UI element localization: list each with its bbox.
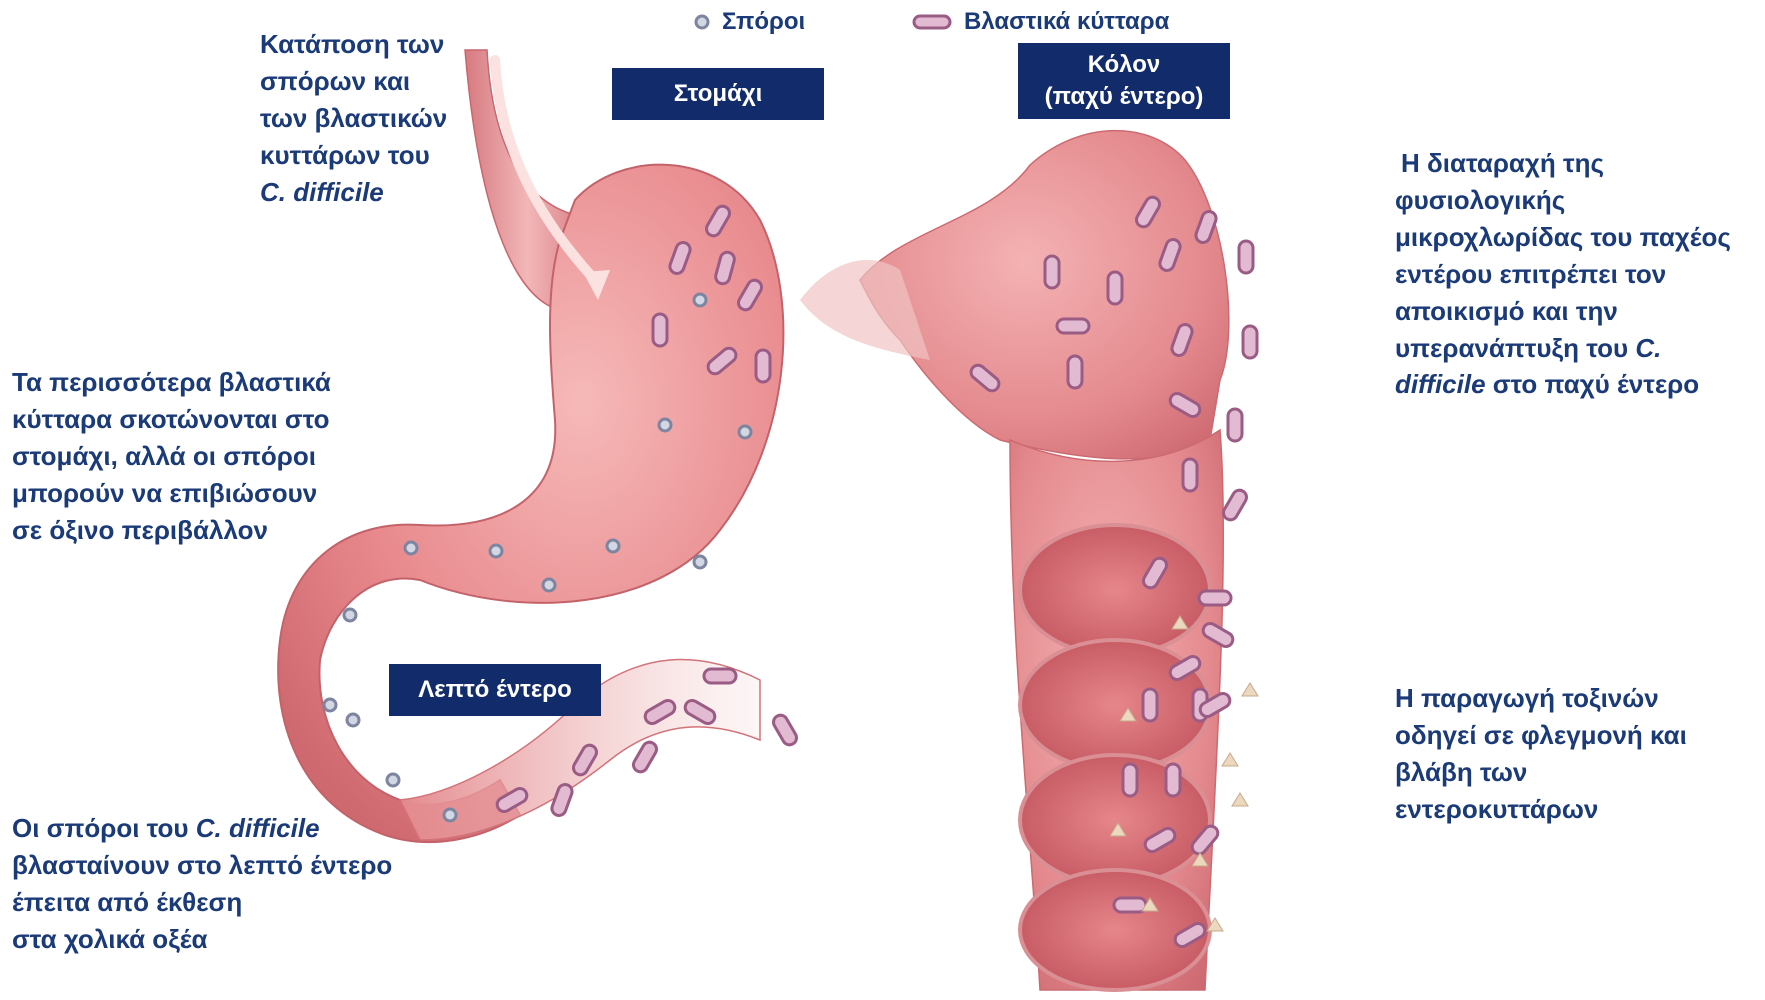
- spore-marker: [694, 294, 706, 306]
- small-intestine-text: Οι σπόροι του C. difficile βλασταίνουν σ…: [12, 810, 392, 958]
- legend-spores-label: Σπόροι: [722, 8, 805, 36]
- vegetative-cell-marker: [653, 314, 667, 346]
- vegetative-cell-marker: [1221, 488, 1249, 523]
- vegetative-cell-marker: [1108, 272, 1122, 304]
- legend-vegetative-label: Βλαστικά κύτταρα: [964, 8, 1169, 36]
- spore-marker: [543, 579, 555, 591]
- toxin-particle: [1222, 753, 1238, 766]
- spore-marker: [347, 714, 359, 726]
- vegetative-cell-marker: [1143, 689, 1157, 721]
- vegetative-cell-marker: [756, 350, 770, 382]
- legend-spores: Σπόροι: [692, 8, 805, 36]
- vegetative-cell-marker: [1228, 409, 1242, 441]
- vegetative-cell-marker: [1068, 356, 1082, 388]
- toxin-particle: [1232, 793, 1248, 806]
- colon-label-line2: (παχύ έντερο): [1045, 81, 1204, 113]
- spore-marker: [490, 545, 502, 557]
- spore-marker: [344, 609, 356, 621]
- vegetative-cell-marker: [704, 669, 736, 683]
- vegetative-cell-marker: [1243, 326, 1257, 358]
- vegetative-cell-marker: [1045, 256, 1059, 288]
- vegetative-cell-marker: [1123, 764, 1137, 796]
- vegetative-cell-marker: [771, 713, 799, 748]
- colon-text: Η διαταραχή της φυσιολογικής μικροχλωρίδ…: [1395, 145, 1731, 403]
- species-name: C. difficile: [196, 813, 320, 843]
- spore-marker: [387, 774, 399, 786]
- vegetative-cell-marker: [1114, 898, 1146, 912]
- vegetative-cell-marker: [631, 740, 659, 775]
- colon-label: Κόλον (παχύ έντερο): [1018, 43, 1230, 119]
- spore-marker: [607, 540, 619, 552]
- ingestion-text: Κατάποση των σπόρων και των βλαστικών κυ…: [260, 26, 447, 211]
- spore-marker: [739, 426, 751, 438]
- vegetative-cell-marker: [1166, 764, 1180, 796]
- vegetative-cell-marker: [1057, 319, 1089, 333]
- stomach-text: Τα περισσότερα βλαστικά κύτταρα σκοτώνον…: [12, 364, 331, 549]
- spore-marker: [324, 699, 336, 711]
- legend-vegetative: Βλαστικά κύτταρα: [910, 8, 1169, 36]
- small-intestine-label: Λεπτό έντερο: [389, 664, 601, 716]
- spore-marker: [694, 556, 706, 568]
- species-name: C. difficile: [260, 177, 384, 207]
- toxin-particle: [1242, 683, 1258, 696]
- stomach-label: Στομάχι: [612, 68, 824, 120]
- colon-label-line1: Κόλον: [1088, 49, 1161, 81]
- colon-upper: [860, 131, 1229, 459]
- spore-marker: [659, 419, 671, 431]
- vegetative-cell-icon: [910, 12, 954, 32]
- spore-marker: [405, 542, 417, 554]
- vegetative-cell-marker: [1199, 591, 1231, 605]
- spore-marker: [444, 809, 456, 821]
- toxins-text: Η παραγωγή τοξινών οδηγεί σε φλεγμονή κα…: [1395, 680, 1687, 828]
- spore-icon: [692, 12, 712, 32]
- vegetative-cell-marker: [1239, 241, 1253, 273]
- vegetative-cell-marker: [1183, 459, 1197, 491]
